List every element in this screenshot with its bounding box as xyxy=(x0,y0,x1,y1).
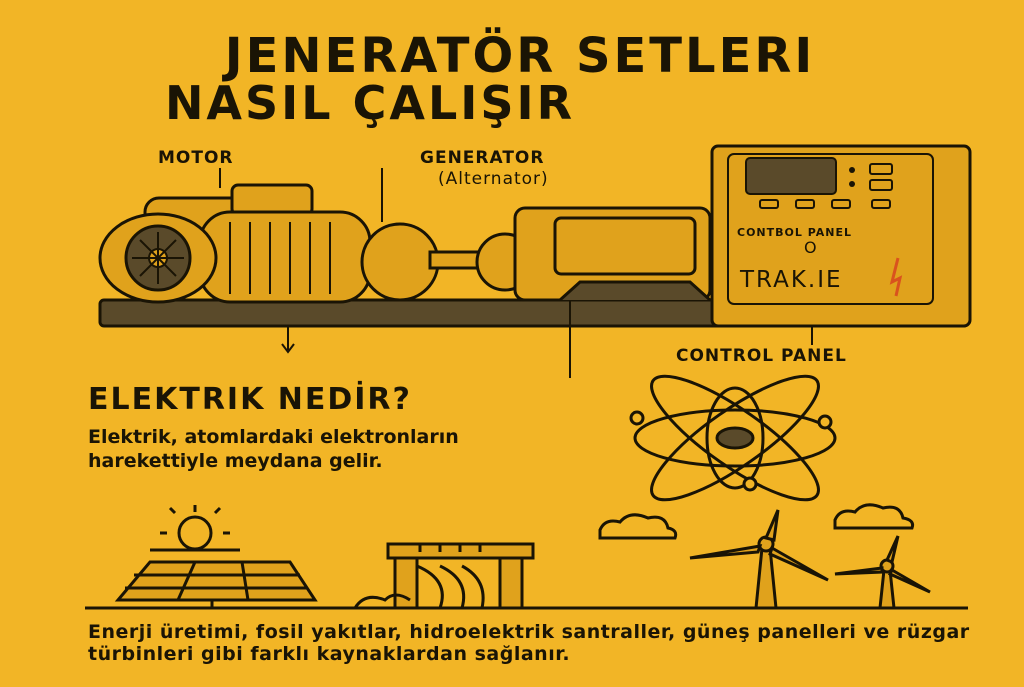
control-panel-label: CONTROL PANEL xyxy=(676,346,847,366)
alternator-icon xyxy=(360,206,712,302)
energy-description: Enerji üretimi, fosil yakıtlar, hidroele… xyxy=(88,621,970,665)
motor-label: MOTOR xyxy=(158,148,234,168)
generator-label: GENERATOR xyxy=(420,148,545,168)
panel-inner-label: CONTBOL PANEL xyxy=(737,226,853,239)
electricity-heading: ELEKTRIK NEDİR? xyxy=(88,382,412,417)
solar-panel-icon xyxy=(114,560,318,608)
control-panel-cabinet xyxy=(710,144,972,328)
wind-turbine-icon xyxy=(689,509,829,610)
electricity-description: Elektrik, atomlardaki elektronların hare… xyxy=(88,426,459,472)
sun-icon xyxy=(150,505,240,552)
title-line-1: JENERATÖR SETLERI xyxy=(224,28,816,84)
hydroelectric-dam-icon xyxy=(353,542,535,610)
title-line-2: NASIL ÇALIŞIR xyxy=(164,76,576,130)
ground-arrow-head xyxy=(281,343,295,354)
cloud-icon xyxy=(598,513,678,540)
motor-icon xyxy=(98,183,372,304)
brand-logo: TRAK.IE xyxy=(740,267,843,293)
atom-icon xyxy=(629,374,837,502)
wind-turbine-icon xyxy=(834,535,931,610)
cloud-icon xyxy=(833,503,915,530)
panel-indicator: O xyxy=(804,238,818,257)
alternator-sublabel: (Alternator) xyxy=(438,169,549,189)
